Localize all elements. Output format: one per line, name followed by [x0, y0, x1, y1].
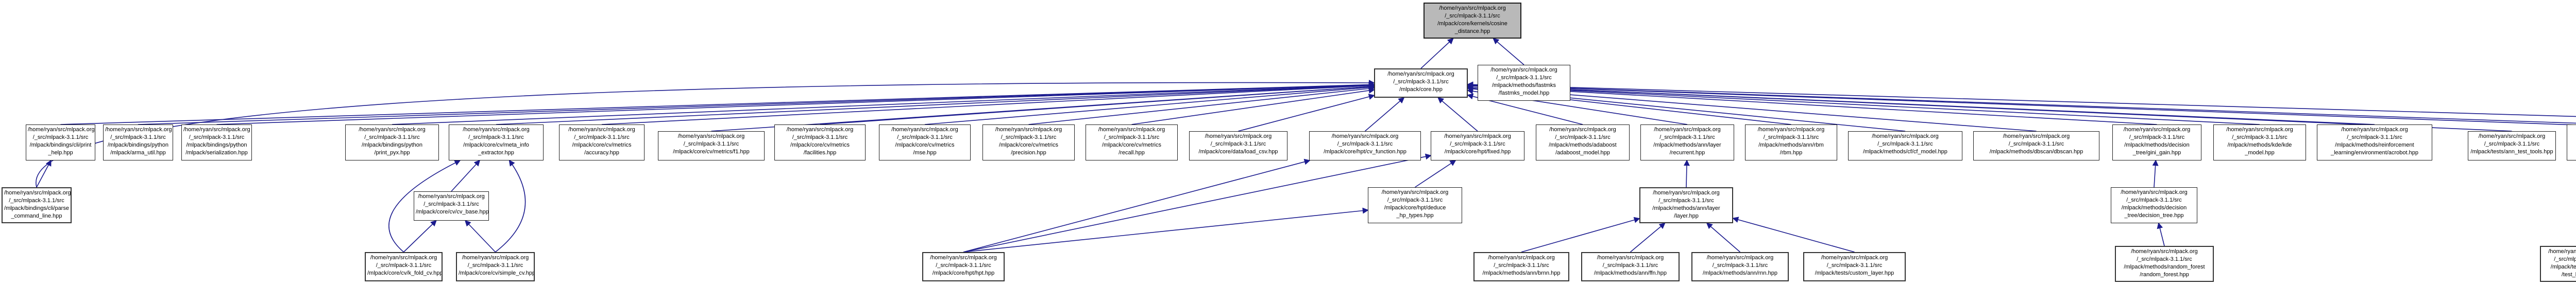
include-edge-test_function_tools-to-core — [1467, 81, 2576, 117]
include-edge-layer-to-recurrent — [1683, 159, 1690, 188]
include-edge-hpt-to-fixed — [963, 153, 1432, 253]
graph-node-precision[interactable]: /home/ryan/src/mlpack.org/_src/mlpack-3.… — [982, 124, 1075, 160]
include-edge-random_forest-to-decision_tree — [2157, 222, 2165, 246]
graph-node-ffn[interactable]: /home/ryan/src/mlpack.org/_src/mlpack-3.… — [1581, 252, 1680, 281]
include-edge-parse_command_line-to-print_help — [36, 159, 52, 188]
include-edge-print_help-to-core — [60, 81, 1375, 125]
graph-node-random_forest[interactable]: /home/ryan/src/mlpack.org/_src/mlpack-3.… — [2115, 246, 2214, 282]
include-edge-cv_function-to-core — [1364, 97, 1405, 132]
include-edge-print_pyx-to-core — [392, 82, 1375, 125]
include-edge-brnn-to-layer — [1521, 217, 1640, 253]
graph-node-fastmks_model[interactable]: /home/ryan/src/mlpack.org/_src/mlpack-3.… — [1478, 65, 1570, 101]
graph-node-range_search_utils[interactable]: /home/ryan/src/mlpack.org/_src/mlpack-3.… — [2567, 124, 2576, 160]
include-edge-kde_model-to-core — [1467, 82, 2260, 125]
include-edge-core-to-root — [1420, 38, 1454, 69]
graph-node-cv_base[interactable]: /home/ryan/src/mlpack.org/_src/mlpack-3.… — [414, 191, 489, 221]
graph-node-simple_cv[interactable]: /home/ryan/src/mlpack.org/_src/mlpack-3.… — [456, 252, 535, 281]
include-edge-deduce_hp_types-to-fixed — [1415, 160, 1456, 188]
include-edge-test_tools-to-core — [1467, 82, 2576, 126]
graph-node-rnn[interactable]: /home/ryan/src/mlpack.org/_src/mlpack-3.… — [1691, 252, 1789, 281]
graph-node-decision_tree[interactable]: /home/ryan/src/mlpack.org/_src/mlpack-3.… — [2111, 187, 2197, 223]
include-edge-rnn-to-layer — [1706, 222, 1741, 253]
graph-node-cv_function[interactable]: /home/ryan/src/mlpack.org/_src/mlpack-3.… — [1309, 131, 1421, 160]
include-edge-custom_layer-to-layer — [1732, 217, 1855, 253]
graph-node-dbscan[interactable]: /home/ryan/src/mlpack.org/_src/mlpack-3.… — [1973, 131, 2099, 160]
graph-node-core[interactable]: /home/ryan/src/mlpack.org/_src/mlpack-3.… — [1374, 68, 1468, 98]
graph-node-adaboost_model[interactable]: /home/ryan/src/mlpack.org/_src/mlpack-3.… — [1536, 124, 1630, 160]
graph-node-gini_gain[interactable]: /home/ryan/src/mlpack.org/_src/mlpack-3.… — [2112, 124, 2201, 160]
include-edge-arma_util-to-core — [138, 81, 1375, 125]
include-edge-accuracy-to-core — [601, 82, 1375, 125]
include-edge-cv_base-to-meta_info_extractor — [451, 159, 481, 192]
graph-node-facilities[interactable]: /home/ryan/src/mlpack.org/_src/mlpack-3.… — [774, 124, 866, 160]
graph-node-meta_info_extractor[interactable]: /home/ryan/src/mlpack.org/_src/mlpack-3.… — [449, 124, 544, 160]
include-edge-precision-to-core — [1028, 85, 1375, 125]
include-edge-py_serialization-to-core — [216, 81, 1375, 125]
graph-node-print_pyx[interactable]: /home/ryan/src/mlpack.org/_src/mlpack-3.… — [345, 124, 439, 160]
graph-node-root: /home/ryan/src/mlpack.org/_src/mlpack-3.… — [1423, 3, 1521, 39]
graph-node-cf_model[interactable]: /home/ryan/src/mlpack.org/_src/mlpack-3.… — [1848, 131, 1962, 160]
graph-node-arma_util[interactable]: /home/ryan/src/mlpack.org/_src/mlpack-3.… — [103, 124, 173, 160]
graph-node-parse_command_line[interactable]: /home/ryan/src/mlpack.org/_src/mlpack-3.… — [2, 187, 72, 223]
include-edge-ann_test_tools-to-core — [1467, 82, 2512, 132]
graph-node-layer[interactable]: /home/ryan/src/mlpack.org/_src/mlpack-3.… — [1639, 187, 1733, 223]
include-edge-simple_cv-to-meta_info_extractor — [495, 159, 526, 253]
include-edge-hpt-to-deduce_hp_types — [963, 207, 1369, 253]
graph-node-print_help[interactable]: /home/ryan/src/mlpack.org/_src/mlpack-3.… — [26, 124, 95, 160]
graph-node-rbm[interactable]: /home/ryan/src/mlpack.org/_src/mlpack-3.… — [1745, 124, 1837, 160]
graph-node-load_csv[interactable]: /home/ryan/src/mlpack.org/_src/mlpack-3.… — [1189, 131, 1287, 160]
graph-node-hpt[interactable]: /home/ryan/src/mlpack.org/_src/mlpack-3.… — [922, 252, 1005, 281]
graph-node-k_fold_cv[interactable]: /home/ryan/src/mlpack.org/_src/mlpack-3.… — [365, 252, 443, 281]
include-edge-decision_tree-to-gini_gain — [2152, 159, 2159, 188]
include-edge-fastmks_model-to-root — [1493, 38, 1524, 65]
graph-node-recall[interactable]: /home/ryan/src/mlpack.org/_src/mlpack-3.… — [1086, 124, 1178, 160]
graph-node-test_helper[interactable]: /home/ryan/src/mlpack.org/_src/mlpack-3.… — [2540, 246, 2576, 282]
graph-node-ann_test_tools[interactable]: /home/ryan/src/mlpack.org/_src/mlpack-3.… — [2468, 131, 2556, 160]
include-edge-mse-to-core — [924, 84, 1375, 125]
graph-node-brnn[interactable]: /home/ryan/src/mlpack.org/_src/mlpack-3.… — [1473, 252, 1569, 281]
include-edge-ffn-to-layer — [1630, 222, 1666, 253]
include-edge-load_csv-to-core — [1238, 94, 1375, 132]
graph-node-mse[interactable]: /home/ryan/src/mlpack.org/_src/mlpack-3.… — [879, 124, 971, 160]
graph-node-deduce_hp_types[interactable]: /home/ryan/src/mlpack.org/_src/mlpack-3.… — [1368, 187, 1462, 223]
graph-node-custom_layer[interactable]: /home/ryan/src/mlpack.org/_src/mlpack-3.… — [1803, 252, 1906, 281]
include-edge-gini_gain-to-core — [1467, 83, 2157, 125]
include-edge-k_fold_cv-to-meta_info_extractor — [388, 160, 461, 253]
graph-node-kde_model[interactable]: /home/ryan/src/mlpack.org/_src/mlpack-3.… — [2213, 124, 2306, 160]
include-edge-simple_cv-to-cv_base — [464, 220, 496, 253]
graph-node-accuracy[interactable]: /home/ryan/src/mlpack.org/_src/mlpack-3.… — [559, 124, 645, 160]
graph-node-py_serialization[interactable]: /home/ryan/src/mlpack.org/_src/mlpack-3.… — [181, 124, 252, 160]
include-edge-fixed-to-core — [1437, 97, 1478, 132]
graph-node-recurrent[interactable]: /home/ryan/src/mlpack.org/_src/mlpack-3.… — [1640, 124, 1734, 160]
include-edge-facilities-to-core — [820, 83, 1375, 125]
include-edge-hpt-to-cv_function — [963, 158, 1311, 253]
graph-node-acrobot[interactable]: /home/ryan/src/mlpack.org/_src/mlpack-3.… — [2317, 124, 2432, 160]
include-edge-k_fold_cv-to-cv_base — [403, 220, 437, 253]
include-edge-meta_info_extractor-to-core — [496, 82, 1375, 125]
graph-node-fixed[interactable]: /home/ryan/src/mlpack.org/_src/mlpack-3.… — [1431, 131, 1524, 160]
graph-node-f1[interactable]: /home/ryan/src/mlpack.org/_src/mlpack-3.… — [658, 131, 765, 160]
include-edge-recall-to-core — [1131, 87, 1375, 125]
